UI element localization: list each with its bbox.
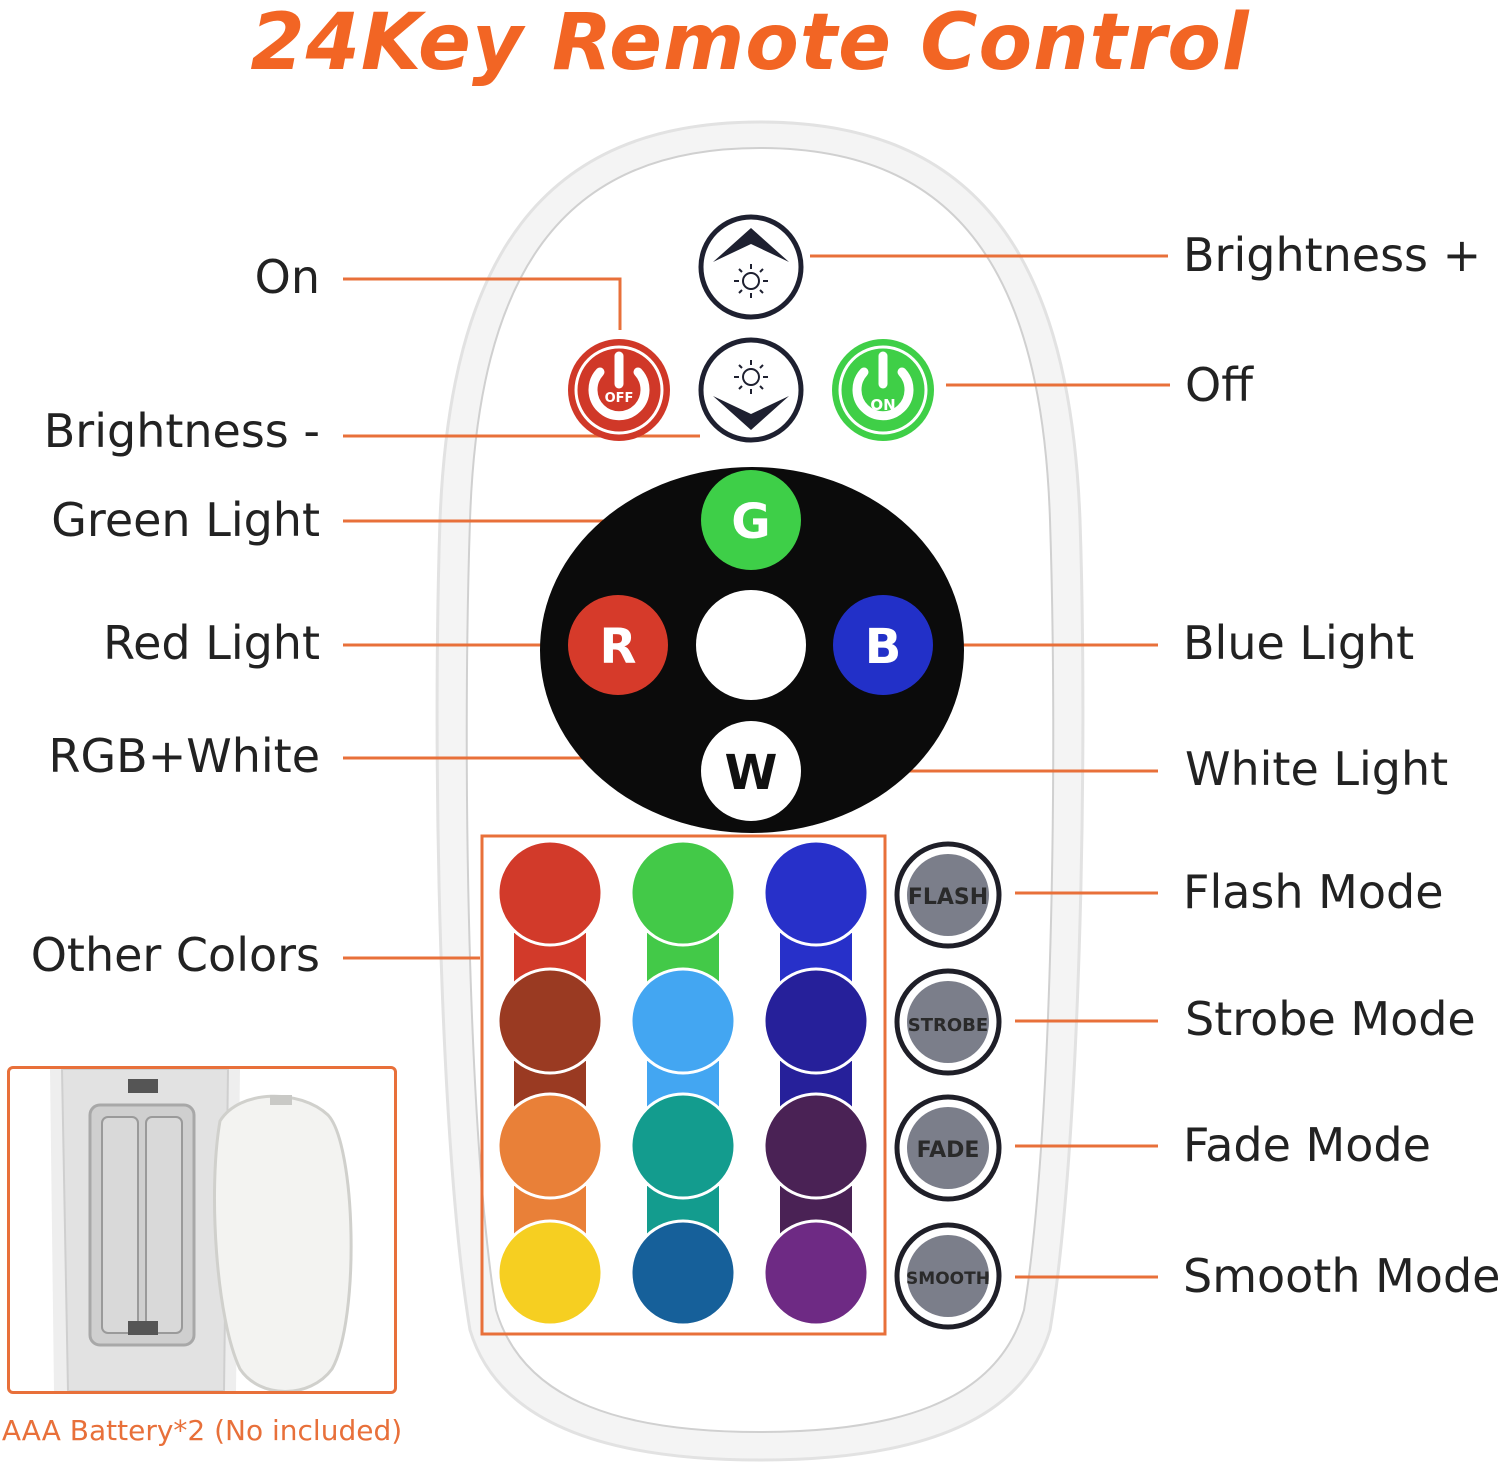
sun-icon [734,264,768,298]
color-button[interactable] [762,1092,870,1200]
power-icon [588,367,650,421]
flash-mode-button[interactable]: FLASH [894,841,1002,949]
white-light-button[interactable]: W [701,721,801,821]
color-button[interactable] [762,967,870,1075]
label-red-light: Red Light [103,616,320,670]
arrow-down-icon [713,396,789,430]
battery-compartment-photo [7,1066,397,1394]
brightness-up-button[interactable] [698,214,804,320]
battery-caption: AAA Battery*2 (No included) [1,1414,403,1447]
page-title: 24Key Remote Control [250,0,1250,88]
label-fade-mode: Fade Mode [1183,1118,1431,1172]
blue-light-button[interactable]: B [833,595,933,695]
label-brightness-up: Brightness + [1183,228,1482,282]
color-button[interactable] [629,839,737,947]
svg-text:W: W [725,745,778,801]
power-icon [852,367,914,421]
svg-text:FADE: FADE [917,1138,980,1163]
svg-text:B: B [865,619,902,675]
sun-icon [734,360,768,394]
color-button[interactable] [629,967,737,1075]
color-button[interactable] [496,1092,604,1200]
label-rgb-white: RGB+White [48,729,320,783]
smooth-mode-button[interactable]: SMOOTH [894,1222,1002,1330]
color-grid [496,839,870,1327]
label-brightness-down: Brightness - [43,404,320,458]
label-smooth-mode: Smooth Mode [1183,1249,1500,1303]
rgb-white-button[interactable] [696,590,806,700]
color-button[interactable] [496,967,604,1075]
label-other-colors: Other Colors [30,928,320,982]
color-button[interactable] [496,1219,604,1327]
power-on-text: ON [870,396,895,414]
red-light-button[interactable]: R [568,595,668,695]
battery-illustration [50,1069,353,1391]
other-colors-frame [480,834,887,1336]
color-button[interactable] [629,1092,737,1200]
svg-text:SMOOTH: SMOOTH [906,1269,990,1289]
svg-text:STROBE: STROBE [908,1015,988,1036]
label-strobe-mode: Strobe Mode [1185,992,1476,1046]
label-flash-mode: Flash Mode [1183,865,1444,919]
label-off: Off [1185,358,1253,412]
arrow-up-icon [713,228,789,262]
power-off-text: OFF [605,391,634,406]
label-blue-light: Blue Light [1183,616,1415,670]
label-on: On [254,250,320,304]
svg-text:R: R [600,619,637,675]
color-button[interactable] [629,1219,737,1327]
color-button[interactable] [762,1219,870,1327]
brightness-down-button[interactable] [698,337,804,443]
green-light-button[interactable]: G [701,470,801,570]
label-white-light: White Light [1185,742,1449,796]
svg-text:G: G [731,494,770,550]
label-green-light: Green Light [51,493,320,547]
strobe-mode-button[interactable]: STROBE [894,968,1002,1076]
power-on-button[interactable]: ON [832,339,934,441]
fade-mode-button[interactable]: FADE [894,1094,1002,1202]
color-button[interactable] [496,839,604,947]
svg-text:FLASH: FLASH [908,885,988,910]
color-button[interactable] [762,839,870,947]
power-off-button[interactable]: OFF [568,339,670,441]
